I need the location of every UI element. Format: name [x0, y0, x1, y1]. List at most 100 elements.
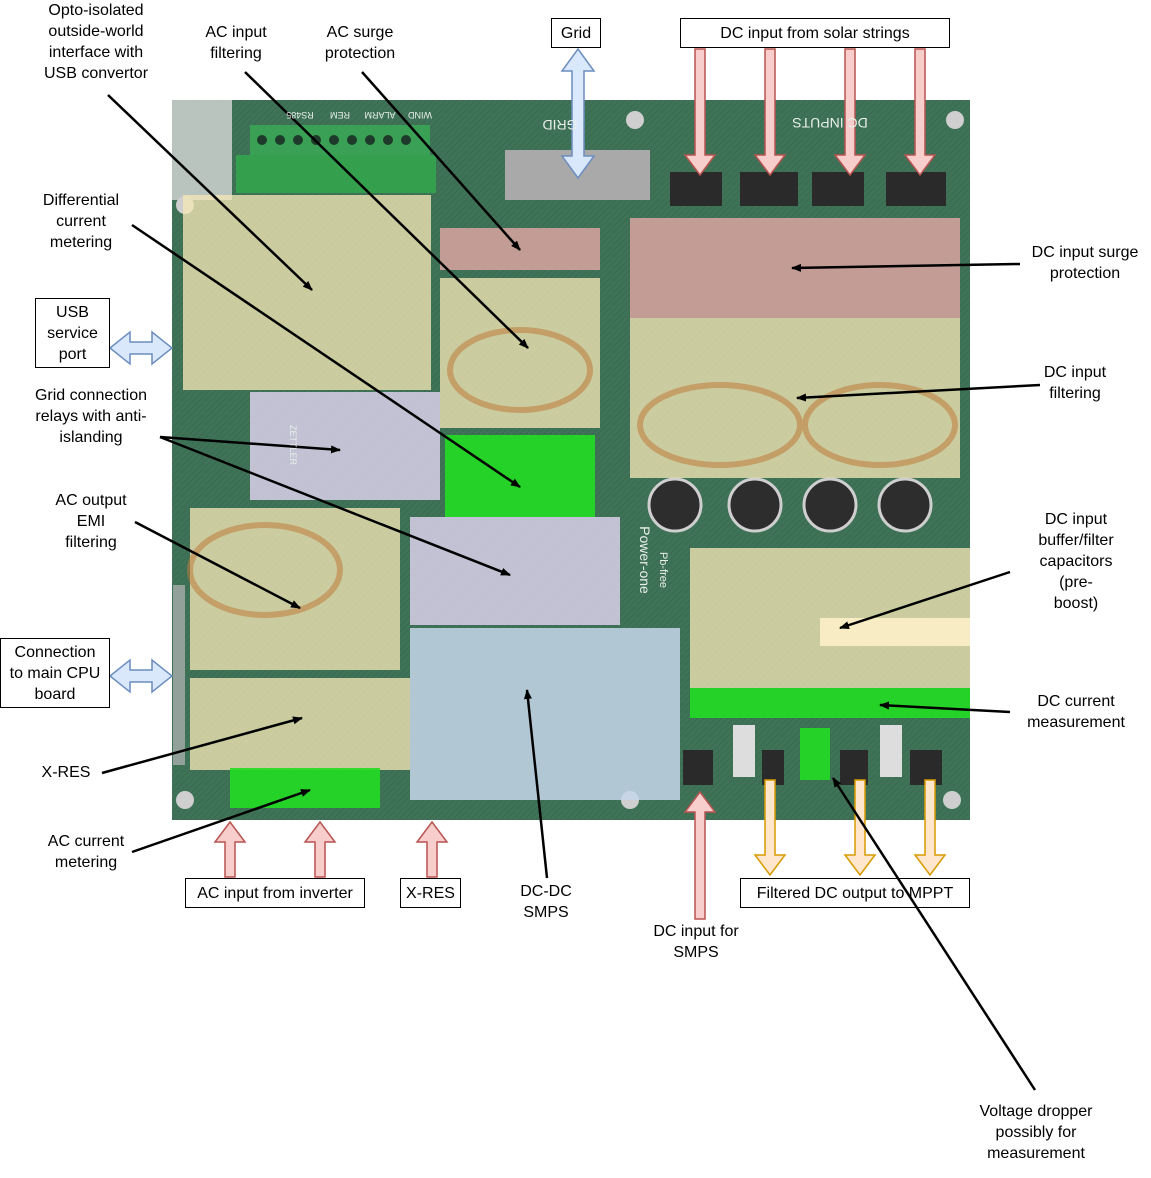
cpu-arrow [108, 658, 174, 694]
label-line: metering [49, 234, 113, 251]
box-usb-port: USB service port [35, 298, 110, 368]
label-differential: Differential current metering [43, 190, 119, 253]
label-ac-output-emi: AC output EMI filtering [55, 490, 126, 553]
box-text: Grid [560, 24, 592, 42]
label-voltage-dropper: Voltage dropper possibly for measurement [980, 1101, 1093, 1164]
label-line: boost) [1053, 595, 1099, 612]
silkscreen-rem: REM [330, 110, 350, 120]
label-ac-surge: AC surge protection [325, 22, 395, 64]
label-line: Grid connection [34, 387, 148, 404]
solar-arrow-2 [753, 48, 787, 177]
pointer-relay-2 [159, 435, 511, 577]
box-ac-inverter: AC input from inverter [185, 878, 365, 908]
box-x-res: X-RES [400, 878, 461, 908]
box-text: Connection [14, 643, 96, 661]
label-line: DC input for [653, 923, 739, 940]
label-line: DC input [1043, 364, 1107, 381]
pointer-relay-1 [159, 435, 341, 454]
silkscreen-alarm: ALARM [364, 110, 395, 120]
label-line: SMPS [673, 944, 719, 961]
label-line: Opto-isolated [48, 2, 144, 19]
label-line: protection [1049, 265, 1121, 282]
pointer-ac-surge [361, 71, 521, 251]
silkscreen-pb-free: Pb-free [657, 552, 669, 588]
pointer-ac-filter [244, 71, 529, 349]
silkscreen-dc-inputs: DC INPUTS [792, 115, 867, 131]
silkscreen-zettler: ZETTLER [288, 425, 298, 466]
box-text: service [47, 324, 98, 342]
pointer-voltage-dropper [831, 777, 1037, 1091]
label-line: Voltage dropper [979, 1103, 1093, 1120]
ac-input-arrow-1 [213, 820, 247, 878]
box-text: AC input from inverter [197, 884, 353, 902]
label-x-res: X-RES [42, 762, 91, 783]
label-line: X-RES [41, 764, 91, 781]
solar-arrow-3 [833, 48, 867, 177]
label-line: current [56, 213, 106, 230]
ac-input-arrow-2 [303, 820, 337, 878]
region-x-res [190, 678, 410, 770]
label-line: filtering [210, 45, 262, 62]
label-line: USB convertor [43, 65, 149, 82]
label-line: filtering [1049, 385, 1101, 402]
solar-arrow-1 [683, 48, 717, 177]
pointer-smps [523, 689, 549, 879]
label-line: buffer/filter [1038, 532, 1114, 549]
region-dc-current-measurement [690, 688, 970, 718]
box-text: to main CPU [9, 664, 101, 682]
usb-arrow [108, 330, 174, 366]
silkscreen-rs485: RS485 [286, 110, 314, 120]
mppt-arrow-3 [913, 779, 947, 877]
label-line: Differential [42, 192, 120, 209]
label-line: capacitors [1039, 553, 1113, 570]
region-relays-2 [410, 517, 620, 625]
label-line: DC input [1044, 511, 1108, 528]
dc-smps-arrow [683, 790, 717, 920]
label-line: measurement [987, 1145, 1085, 1162]
pointer-dc-surge [791, 262, 1021, 272]
box-text: port [58, 345, 87, 363]
pointer-dc-current [879, 701, 1011, 714]
region-dc-dc-smps [410, 628, 680, 800]
pointer-ac-metering [131, 788, 311, 854]
label-line: AC surge [326, 24, 394, 41]
label-dc-buffer: DC input buffer/filter capacitors (pre- … [1038, 509, 1113, 614]
box-grid: Grid [551, 18, 601, 48]
label-dc-dc-smps: DC-DC SMPS [520, 881, 572, 923]
label-line: DC current [1037, 693, 1115, 710]
label-line: relays with anti- [35, 408, 147, 425]
label-line: EMI [76, 513, 106, 530]
label-grid-relays: Grid connection relays with anti- island… [35, 385, 147, 448]
region-opto-interface [183, 195, 431, 390]
label-dc-filtering: DC input filtering [1044, 362, 1106, 404]
pointer-opto [107, 94, 313, 291]
label-line: metering [54, 854, 118, 871]
label-line: protection [324, 45, 396, 62]
label-ac-current-metering: AC current metering [48, 831, 124, 873]
label-line: outside-world [48, 23, 144, 40]
label-line: AC input [205, 24, 267, 41]
label-line: possibly for [995, 1124, 1077, 1141]
label-line: measurement [1027, 714, 1125, 731]
label-line: AC current [47, 833, 125, 850]
solar-arrow-4 [903, 48, 937, 177]
silkscreen-wind: WIND [408, 110, 432, 120]
box-mppt: Filtered DC output to MPPT [740, 878, 970, 908]
region-ac-input-filter [440, 278, 600, 428]
box-text: board [34, 685, 76, 703]
silkscreen-grid: GRID [543, 117, 578, 133]
mppt-arrow-2 [843, 779, 877, 877]
grid-arrow [560, 47, 596, 180]
region-differential-metering [445, 435, 595, 517]
region-ac-current-metering [230, 768, 380, 808]
box-text: X-RES [406, 884, 455, 902]
region-overlays [183, 195, 970, 808]
pointer-x-res [101, 716, 303, 775]
label-dc-surge: DC input surge protection [1032, 242, 1139, 284]
label-line: AC output [55, 492, 127, 509]
label-line: islanding [59, 429, 123, 446]
pointer-differential [131, 223, 521, 489]
pointer-ac-emi [134, 520, 301, 610]
label-line: (pre- [1059, 574, 1093, 591]
